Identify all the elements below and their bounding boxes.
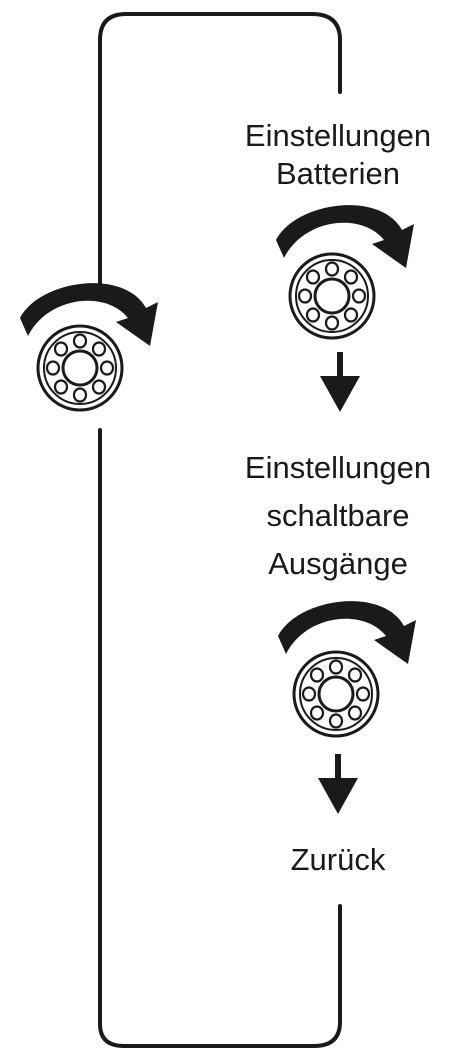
outputs-settings-label-line1: Einstellungen: [245, 450, 431, 485]
battery-settings-label-line1: Einstellungen: [245, 118, 431, 153]
rotary-knob-icon[interactable]: [292, 650, 380, 738]
back-label: Zurück: [291, 842, 386, 877]
rotary-knob-icon[interactable]: [36, 324, 124, 412]
rotary-knob-icon[interactable]: [288, 252, 376, 340]
loop-connector-line: [98, 12, 342, 292]
down-arrow-icon: [318, 754, 358, 814]
loop-return-line: [98, 428, 342, 1048]
down-arrow-icon: [320, 352, 360, 412]
outputs-settings-label-line2: schaltbare: [266, 498, 409, 533]
battery-settings-label-line2: Batterien: [276, 156, 400, 191]
outputs-settings-label-line3: Ausgänge: [268, 546, 408, 581]
